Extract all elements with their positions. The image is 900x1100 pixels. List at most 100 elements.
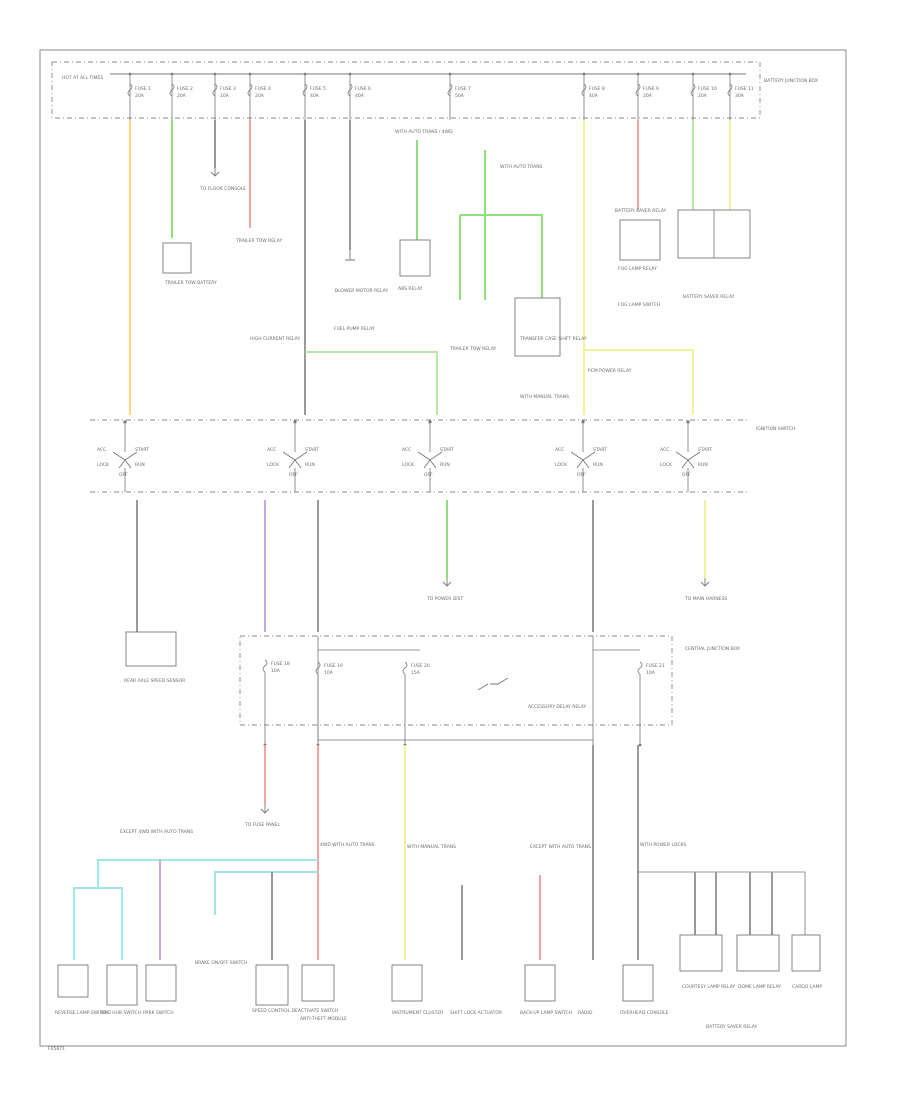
wire-cyan-park	[214, 871, 318, 915]
component-label: DOME LAMP RELAY	[738, 984, 781, 990]
ignition-pos-run: RUN	[593, 462, 603, 468]
battery-junction-box: HOT AT ALL TIMES BATTERY JUNCTION BOX FU…	[51, 61, 818, 120]
component-box	[679, 934, 723, 972]
bottom-component-b6: ANTI-THEFT MODULE	[300, 1016, 347, 1022]
cjb-fuse-name: FUSE 18	[271, 661, 290, 667]
bus-junction-dot	[170, 72, 174, 76]
fuse-panel-arrow-icon	[260, 805, 270, 814]
footer-battery-saver-label: BATTERY SAVER RELAY	[706, 1024, 758, 1030]
top-fuse-name: FUSE 8	[589, 86, 605, 92]
power-dist-label: TO POWER DIST	[426, 596, 463, 602]
blower-motor-relay-label: BLOWER MOTOR RELAY	[335, 288, 388, 294]
fuse-symbol-icon	[447, 83, 453, 97]
ignition-terminal-dot	[686, 420, 690, 424]
top-fuse-rating: 50A	[455, 93, 465, 99]
top-fuse-rating: 40A	[589, 93, 599, 99]
bus-junction-dot	[728, 72, 732, 76]
ignition-pos-off: OFF	[682, 472, 691, 478]
note-auto-trans-4wd: WITH AUTO TRANS / 4WD	[395, 129, 453, 135]
pcm-power-relay-label: PCM POWER RELAY	[588, 368, 632, 374]
fuse-symbol-icon	[402, 661, 408, 675]
bus-junction-dot	[582, 72, 586, 76]
power-dist-arrow-icon	[442, 578, 452, 587]
note-battery-saver: BATTERY SAVER RELAY	[615, 208, 667, 214]
ignition-pos-run: RUN	[305, 462, 315, 468]
bus-junction-dot	[691, 72, 695, 76]
hot-at-all-times-label: HOT AT ALL TIMES	[62, 75, 103, 81]
bus-junction-dot	[248, 72, 252, 76]
bottom-component-b8: SHIFT LOCK ACTUATOR	[450, 1010, 502, 1016]
top-wires	[129, 120, 731, 415]
middle-wires	[136, 500, 706, 632]
component-label: SPEED CONTROL DEACTIVATE SWITCH	[252, 1008, 338, 1014]
transfer-case-relay-box	[514, 297, 561, 357]
component-box	[57, 964, 89, 998]
component-box	[622, 964, 654, 1002]
fuse-symbol-icon	[690, 83, 696, 97]
ignition-pos-off: OFF	[577, 472, 586, 478]
component-label: RADIO	[578, 1010, 593, 1016]
top-fuse-rating: 20A	[643, 93, 653, 99]
main-harness-arrow-icon	[700, 578, 710, 587]
bottom-notes: EXCEPT 4WD WITH AUTO TRANS TO FUSE PANEL…	[120, 822, 686, 850]
fuse-symbol-icon	[247, 83, 253, 97]
ignition-switch-icon	[417, 451, 443, 469]
bus-junction-dot	[213, 72, 217, 76]
fuse-symbol-icon	[262, 659, 268, 673]
trailer-tow-relay-2-label: TRAILER TOW RELAY	[449, 346, 496, 352]
ignition-terminal-dot	[293, 420, 297, 424]
ignition-switch-icon	[112, 451, 138, 469]
trailer-tow-battery-box	[162, 242, 192, 274]
bus-junction-dot	[448, 72, 452, 76]
note-high-current-relay: HIGH CURRENT RELAY	[250, 336, 300, 342]
fog-lamp-switch-label: FOG LAMP SWITCH	[618, 302, 660, 308]
ignition-pos-start: START	[593, 447, 607, 453]
component-label: REVERSE LAMP SWITCH	[55, 1010, 109, 1016]
cjb-outline	[239, 635, 673, 726]
battery-junction-box-outline	[51, 61, 761, 119]
bottom-component-b1: REVERSE LAMP SWITCH	[55, 964, 109, 1016]
component-label: CARGO LAMP	[792, 984, 822, 990]
top-fuse-rating: 20A	[177, 93, 187, 99]
top-fuse-rating: 30A	[735, 93, 745, 99]
bus-junction-dot	[303, 72, 307, 76]
cjb-fuse-rating: 10A	[324, 670, 334, 676]
component-box	[106, 964, 138, 1006]
bus-junction-dot	[128, 72, 132, 76]
component-label: SHIFT LOCK ACTUATOR	[450, 1010, 502, 1016]
fuse-symbol-icon	[347, 83, 353, 97]
note-to-fuse-panel: TO FUSE PANEL	[244, 822, 280, 828]
cjb-label: CENTRAL JUNCTION BOX	[685, 646, 740, 652]
wire-cyan-hub	[73, 887, 123, 960]
ignition-pos-acc: ACC	[555, 447, 564, 453]
cjb-fuse-name: FUSE 21	[646, 663, 665, 669]
ignition-switch-icon	[282, 451, 308, 469]
ignition-pos-acc: ACC	[402, 447, 411, 453]
fog-lamp-relay-box	[619, 219, 661, 261]
bus-junction-dot	[636, 72, 640, 76]
cjb-fuse-rating: 15A	[411, 670, 421, 676]
fog-lamp-relay-label: FOG LAMP RELAY	[618, 266, 657, 272]
top-fuse-name: FUSE 4	[255, 86, 271, 92]
bottom-component-b13: DOME LAMP RELAY	[736, 934, 781, 990]
transfer-case-relay-label: TRANSFER CASE SHIFT RELAY	[519, 336, 587, 342]
ignition-switch-icon	[675, 451, 701, 469]
fuse-symbol-icon	[127, 83, 133, 97]
cjb-relay-label: ACCESSORY DELAY RELAY	[528, 704, 587, 710]
top-fuse-rating: 40A	[355, 93, 365, 99]
ignition-terminal-dot	[123, 420, 127, 424]
bottom-component-b2: 4WD HUB SWITCH	[100, 964, 141, 1016]
middle-components: REAR AXLE SPEED SENSOR TO POWER DIST TO …	[124, 578, 727, 684]
bottom-component-b14: CARGO LAMP	[791, 934, 822, 990]
accessory-relay-switch-icon	[477, 677, 509, 691]
